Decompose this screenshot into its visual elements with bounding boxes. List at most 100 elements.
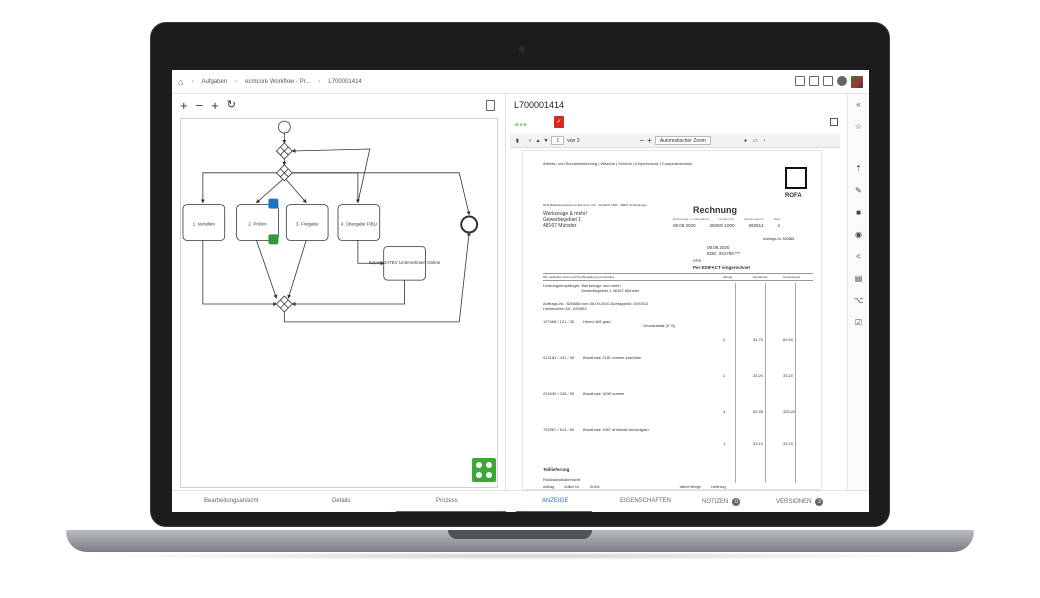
per-edifact: Per EDIFACT eingerechnet — [693, 265, 751, 270]
fullscreen-icon[interactable] — [830, 118, 838, 126]
task-label: 3. Freigabe — [296, 221, 319, 226]
task-label: Export DATEV Unternehmen Online — [369, 260, 441, 265]
eye-icon[interactable]: ◉ — [855, 230, 862, 239]
tab-bearbeitungsansicht[interactable]: Bearbeitungsansicht — [204, 498, 259, 504]
home-icon[interactable]: ⌂ — [178, 76, 184, 87]
discount-label: Grundrabatt (5 %) — [643, 323, 676, 328]
laptop-notch — [448, 530, 592, 539]
zoom-toolbar: + − + ↻ — [180, 98, 236, 113]
tab-details[interactable]: Details — [332, 498, 351, 504]
dpd: DPD — [693, 258, 702, 263]
divider — [735, 283, 736, 483]
divider — [795, 283, 796, 483]
breadcrumb-item-aufgaben[interactable]: Aufgaben — [201, 78, 228, 85]
task-freigabe[interactable] — [285, 204, 329, 241]
delivery-date: 08.09.2020 — [707, 245, 730, 250]
task-label: 2. Prüfen — [248, 221, 267, 226]
partial-delivery: Teillieferung — [543, 467, 570, 472]
bottom-tabs: Bearbeitungsansicht Details Prozess ANZE… — [172, 490, 869, 512]
star-icon[interactable]: ☆ — [854, 122, 863, 131]
logo-icon — [472, 458, 496, 482]
status-badge-count[interactable] — [268, 234, 279, 245]
notizen-count-badge: 0 — [732, 498, 741, 506]
tab-prozess[interactable]: Prozess — [436, 498, 458, 504]
share-icon[interactable]: < — [856, 252, 861, 261]
zoom-out-button[interactable]: − — [195, 98, 204, 113]
reset-button[interactable]: ↻ — [226, 99, 236, 111]
layout-icon[interactable] — [795, 76, 805, 86]
trash-icon[interactable]: ■ — [856, 208, 861, 217]
document-panel: L700001414 ◀ ■ ▶ ✓ ▮ ⌕ ▲ ▼ 1 von 3 − + A… — [506, 94, 846, 490]
tab-prozess-underline — [396, 511, 506, 512]
zoom-select[interactable]: Automatischer Zoom — [654, 136, 711, 145]
column-headers: Wir verdanken Ihnen auf Ihre Bestellung … — [543, 273, 813, 281]
sender-line: Arbeits- und Schutzbekleidung | Wäsche |… — [543, 161, 693, 166]
versionen-count-badge: 3 — [815, 498, 824, 506]
bpmn-diagram[interactable]: 1. Verteilen 2. Prüfen 3. Freigabe 4. Üb… — [180, 118, 498, 488]
task-uebergabe[interactable] — [337, 204, 381, 241]
tab-eigenschaften[interactable]: EIGENSCHAFTEN — [620, 498, 672, 504]
task-label: 1. Verteilen — [193, 221, 216, 226]
screen: ⌂ › Aufgaben › ecmcore Workflow - Pr... … — [172, 70, 869, 512]
upload-icon[interactable]: ⇡ — [855, 164, 862, 173]
nav-arrows[interactable]: ◀ ■ ▶ — [514, 122, 528, 128]
gateway-2 — [275, 164, 293, 182]
status-badge-active[interactable] — [268, 198, 279, 209]
avatar[interactable] — [851, 76, 863, 88]
company-small: Rofa Bekleidungswerk GmbH & Co. KG · Pos… — [543, 203, 647, 207]
copy-icon[interactable] — [486, 100, 495, 111]
divider — [765, 283, 766, 483]
checklist-icon[interactable]: ☑ — [854, 318, 863, 327]
tab-anzeige[interactable]: ANZEIGE — [542, 498, 569, 504]
info-icon[interactable] — [837, 76, 847, 86]
page-input[interactable]: 1 — [551, 136, 565, 145]
zoom-in-button[interactable]: + — [180, 98, 188, 113]
zoom-out-icon[interactable]: − — [639, 136, 645, 145]
window-icon[interactable] — [809, 76, 819, 86]
camera-icon — [519, 46, 525, 52]
chevron-right-icon: › — [235, 78, 238, 85]
task-pruefen[interactable] — [236, 204, 279, 241]
more-icon[interactable]: › — [763, 137, 766, 144]
prev-page-icon[interactable]: ▲ — [535, 137, 541, 144]
document-icon[interactable]: ▤ — [854, 274, 863, 283]
chevron-right-icon: › — [191, 78, 194, 85]
rofa-logo — [785, 167, 807, 189]
search-icon[interactable]: ⌕ — [528, 137, 532, 144]
pdf-download-button[interactable]: ✓ — [554, 116, 564, 128]
recipient-lines: Leistungsempfänger: Werkzeuge und mehr! … — [543, 283, 649, 311]
action-rail: « ☆ ⇡ ✎ ■ ◉ < ▤ ⌥ ☑ — [847, 94, 869, 490]
laptop-base — [66, 530, 974, 552]
next-page-icon[interactable]: ▼ — [543, 137, 549, 144]
recipient: Werkzeuge & mehr! Gewerbegebiet 1 48167 … — [543, 211, 588, 229]
collapse-icon[interactable]: « — [856, 100, 861, 109]
copy-icon[interactable] — [823, 76, 833, 86]
order-ref: Auftrags-Nr. 820888 — [763, 237, 795, 241]
breadcrumb-item-workflow[interactable]: ecmcore Workflow - Pr... — [245, 78, 311, 85]
zoom-in-icon[interactable]: + — [647, 136, 652, 145]
breadcrumb-item-current: L700001414 — [328, 78, 362, 85]
edit-icon[interactable]: ✎ — [855, 186, 862, 195]
sidebar-toggle-icon[interactable]: ▮ — [516, 137, 519, 144]
task-verteilen[interactable] — [182, 204, 226, 241]
fit-button[interactable]: + — [211, 98, 219, 113]
start-event — [277, 120, 291, 134]
chevron-right-icon: › — [318, 78, 321, 85]
pdf-toolbar: ▮ ⌕ ▲ ▼ 1 von 3 − + Automatischer Zoom ●… — [510, 134, 840, 148]
document-title: L700001414 — [514, 100, 565, 110]
backorder-overview: Rückstandsübersicht — [543, 477, 581, 482]
process-panel: + − + ↻ — [172, 94, 506, 490]
task-label: 4. Übergabe FIBU — [341, 220, 377, 226]
end-event — [460, 215, 479, 234]
page-total: von 3 — [567, 137, 580, 144]
workflow-icon[interactable]: ⌥ — [854, 296, 864, 305]
print-icon[interactable]: ▭ — [753, 137, 758, 144]
comment-icon[interactable]: ● — [743, 137, 748, 144]
